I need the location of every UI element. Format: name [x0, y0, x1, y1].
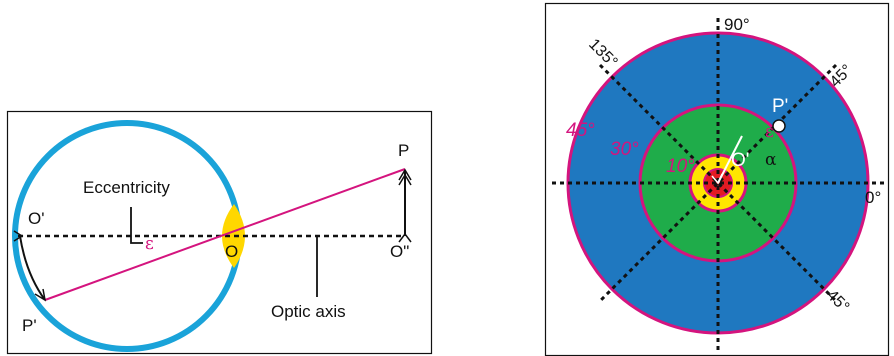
lens-shape — [222, 204, 245, 268]
point-P-prime — [772, 119, 786, 133]
ring-45-label: 45° — [566, 120, 595, 141]
eccentricity-bracket — [130, 207, 143, 244]
optic-axis-label: Optic axis — [271, 302, 346, 321]
image-arrowhead — [34, 288, 47, 302]
alpha-label: α — [765, 150, 777, 170]
light-ray-line — [44, 168, 406, 301]
point-O-double-prime-label: O" — [390, 242, 409, 261]
image-base-tick — [13, 230, 24, 242]
center-arrowhead — [711, 173, 723, 185]
angle-90-label: 90° — [724, 15, 750, 34]
point-P-label: P — [398, 141, 409, 160]
eccentricity-label: Eccentricity — [83, 178, 170, 197]
eye-diagram-panel: Eccentricity ε Optic axis O O' O" P P' — [6, 110, 433, 355]
ring-10-label: 10° — [666, 156, 695, 177]
point-P-prime-label: P' — [22, 316, 37, 335]
angle-0-label: 0° — [865, 188, 881, 207]
point-O-label: O — [225, 242, 238, 261]
epsilon-label: ε — [765, 122, 774, 142]
epsilon-label: ε — [145, 234, 154, 254]
object-base-tick — [398, 232, 412, 243]
visual-field-panel: 90° 0° 135° 45° 45° 45° 30° 10° O' P' ε … — [544, 2, 890, 356]
object-arrowhead — [398, 168, 412, 186]
ring-30-label: 30° — [610, 139, 639, 160]
point-O-prime-label: O' — [28, 209, 44, 228]
point-P-prime-label: P' — [772, 96, 788, 117]
eye-panel-frame — [6, 110, 433, 355]
image-arc — [19, 235, 46, 301]
point-O-prime-label: O' — [731, 150, 749, 171]
